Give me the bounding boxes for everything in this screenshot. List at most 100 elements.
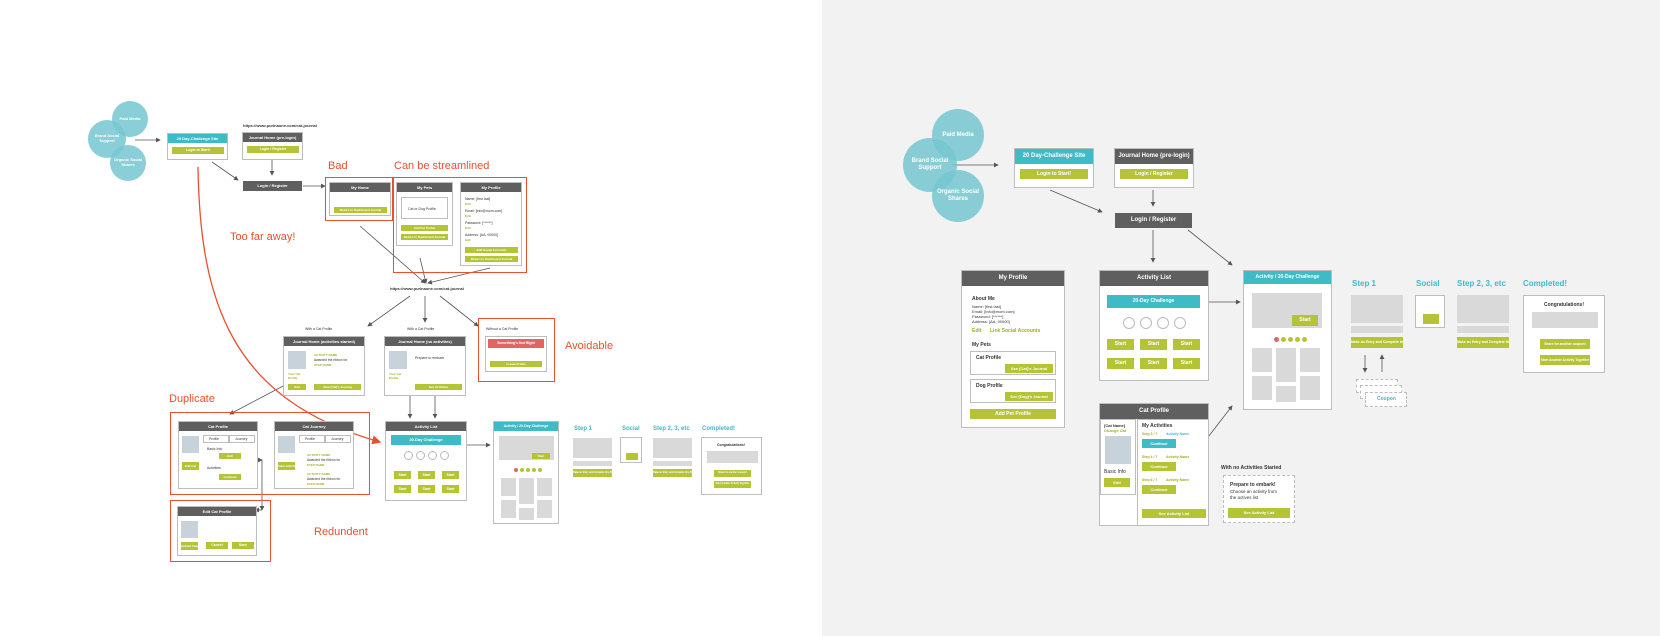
tile (501, 478, 516, 496)
pet-profile-card[interactable]: Cat or Dog Profile (401, 197, 448, 219)
create-profile-button[interactable]: Create Profile (490, 361, 542, 367)
step23-bar (1457, 326, 1509, 333)
profile-edit-link[interactable]: Edit (972, 328, 982, 334)
start-button[interactable]: Start (1107, 339, 1134, 350)
step1-entry-button[interactable]: Make an Entry and Complete this Step (573, 469, 612, 477)
social-share-button[interactable] (626, 453, 638, 460)
tab-label: Journey (235, 437, 248, 441)
save-button[interactable]: Save (232, 542, 254, 549)
twenty-day-challenge-banner[interactable]: 20-Day Challenge (391, 435, 461, 445)
profile-line: Email: [info@mom.com] (972, 309, 1015, 314)
redrect-streamlined (393, 177, 527, 273)
with-cat-label: With a Cat Profile (305, 327, 333, 331)
tab-journey[interactable]: Journey (229, 435, 255, 443)
start-button[interactable]: Start (394, 471, 411, 479)
login-register-button[interactable]: Login / Register (1120, 169, 1188, 179)
start-button[interactable]: Start (1140, 339, 1167, 350)
profile-edit-link[interactable]: Edit (465, 202, 471, 206)
start-button[interactable]: Start (394, 485, 411, 493)
return-dashboard-button-pets[interactable]: Return to Dashboard Journal (401, 234, 448, 240)
edit-cat-profile-header: Edit Cat Profile (178, 507, 256, 516)
challenge-start-button[interactable]: Start (1292, 315, 1318, 326)
start-button[interactable]: Start (1173, 339, 1200, 350)
start-button[interactable]: Start (1140, 358, 1167, 369)
start-button[interactable]: Start (442, 471, 459, 479)
coupon-card[interactable]: Coupon (1365, 392, 1407, 407)
activity-name-label: ACTIVITY NAME (307, 472, 331, 476)
cat-profile-box: Cat Profile Edit Cat Profile Journey Bas… (178, 421, 258, 489)
twenty-day-challenge-banner[interactable]: 20-Day Challenge (1107, 295, 1200, 308)
tile (519, 478, 534, 504)
cat-edit-button[interactable]: Edit (288, 384, 306, 390)
step1-image (1351, 295, 1403, 323)
circle-label: Brand Social Support (94, 133, 120, 143)
profile-edit-link[interactable]: Edit (465, 226, 471, 230)
see-activity-list-button[interactable]: See Activity List (1142, 509, 1206, 518)
upload-image-button[interactable]: Upload Image (181, 542, 198, 550)
see-activities-button[interactable]: See Activities (415, 384, 462, 390)
change-cat-link[interactable]: Change Cat (1104, 428, 1127, 433)
pet-card-label: Cat or Dog Profile (408, 207, 436, 211)
login-register-bar[interactable]: Login / Register (243, 181, 302, 191)
your-cat-profile-label: Your Cat Profile (288, 372, 301, 380)
step-progress-label: Step 3 / 7 (1142, 432, 1158, 436)
no-activities-box: Prepare to embark! Choose an activity fr… (1223, 475, 1295, 523)
profile-line: Email: [info@mom.com] (465, 209, 503, 213)
start-button[interactable]: Start (418, 471, 435, 479)
step-name-label: STEP NAME (314, 363, 332, 367)
see-dog-journal-button[interactable]: See [Dog]'s Journal (1005, 392, 1053, 401)
start-button[interactable]: Start (1107, 358, 1134, 369)
tab-journey[interactable]: Journey (325, 435, 351, 443)
profile-edit-link[interactable]: Edit (465, 214, 471, 218)
view-journey-button[interactable]: View [Cat]'s Journey (314, 384, 361, 390)
start-another-button[interactable]: Start Another Activity Together (714, 481, 751, 488)
social-share-button[interactable] (1423, 314, 1439, 324)
add-pet-profile-button[interactable]: Add Pet Profile (970, 409, 1056, 419)
cat-photo-placeholder (182, 436, 199, 453)
start-button[interactable]: Start (442, 485, 459, 493)
edit-social-accounts-button[interactable]: Edit Social Accounts (465, 247, 518, 253)
start-button[interactable]: Start (1173, 358, 1200, 369)
see-activity-list-button[interactable]: See Activity List (1228, 508, 1290, 518)
continue-button[interactable]: Continue (1142, 462, 1176, 471)
step23-entry-button[interactable]: Make an Entry and Complete this Step (653, 469, 692, 477)
see-cat-journal-button[interactable]: See [Cat]'s Journal (1005, 364, 1053, 373)
tile (1300, 348, 1320, 372)
step1-title: Step 1 (574, 426, 593, 432)
link-social-accounts-link[interactable]: Link Social Accounts (990, 328, 1041, 334)
cat-profile-header: Cat Profile (1100, 404, 1208, 419)
profile-line: Address: [AA, 00000] (972, 319, 1010, 324)
basic-edit-button[interactable]: Edit (219, 453, 241, 459)
carousel-dot (526, 468, 530, 472)
my-profile-header: My Profile (461, 183, 521, 192)
activity-ring (1174, 317, 1186, 329)
continue-button[interactable]: Continue (1142, 439, 1176, 448)
start-another-button[interactable]: Start Another Activity Together (1540, 355, 1590, 365)
challenge-start-button[interactable]: Start (532, 453, 550, 459)
login-register-bar[interactable]: Login / Register (1115, 213, 1192, 228)
journal-started-box: Journal Home (activities started) Your C… (283, 336, 365, 396)
share-coupon-button[interactable]: Share for another coupon! (1540, 339, 1590, 349)
return-dashboard-button[interactable]: Return to Dashboard Journal (334, 207, 387, 213)
profile-edit-link[interactable]: Edit (465, 238, 471, 242)
basic-edit-button[interactable]: Edit (1104, 478, 1130, 487)
login-register-button[interactable]: Login / Register (247, 146, 299, 153)
continue-button[interactable]: Continue (219, 474, 241, 480)
tab-profile[interactable]: Profile (299, 435, 325, 443)
return-dashboard-button-profile[interactable]: Return to Dashboard Journal (465, 256, 518, 262)
start-button[interactable]: Start (418, 485, 435, 493)
activity-ring (428, 451, 437, 460)
step23-entry-button[interactable]: Make an Entry and Complete this Step (1457, 337, 1509, 348)
continue-button[interactable]: Continue (1142, 485, 1176, 494)
edit-cat-button[interactable]: Edit Cat (182, 462, 199, 470)
login-to-start-button[interactable]: Login to Start! (1020, 169, 1088, 179)
view-activity-button[interactable]: View Activity (278, 462, 295, 470)
step1-entry-button[interactable]: Make an Entry and Complete this Step (1351, 337, 1403, 348)
login-to-start-button[interactable]: Login to Start! (172, 147, 224, 154)
tile (1252, 348, 1272, 372)
social-title: Social (1416, 279, 1440, 288)
add-pet-profile-button[interactable]: Add Pet Profile (401, 225, 448, 231)
share-coupon-button[interactable]: Share for another coupon! (714, 470, 751, 477)
tab-profile[interactable]: Profile (203, 435, 229, 443)
cancel-button[interactable]: Cancel (206, 542, 228, 549)
